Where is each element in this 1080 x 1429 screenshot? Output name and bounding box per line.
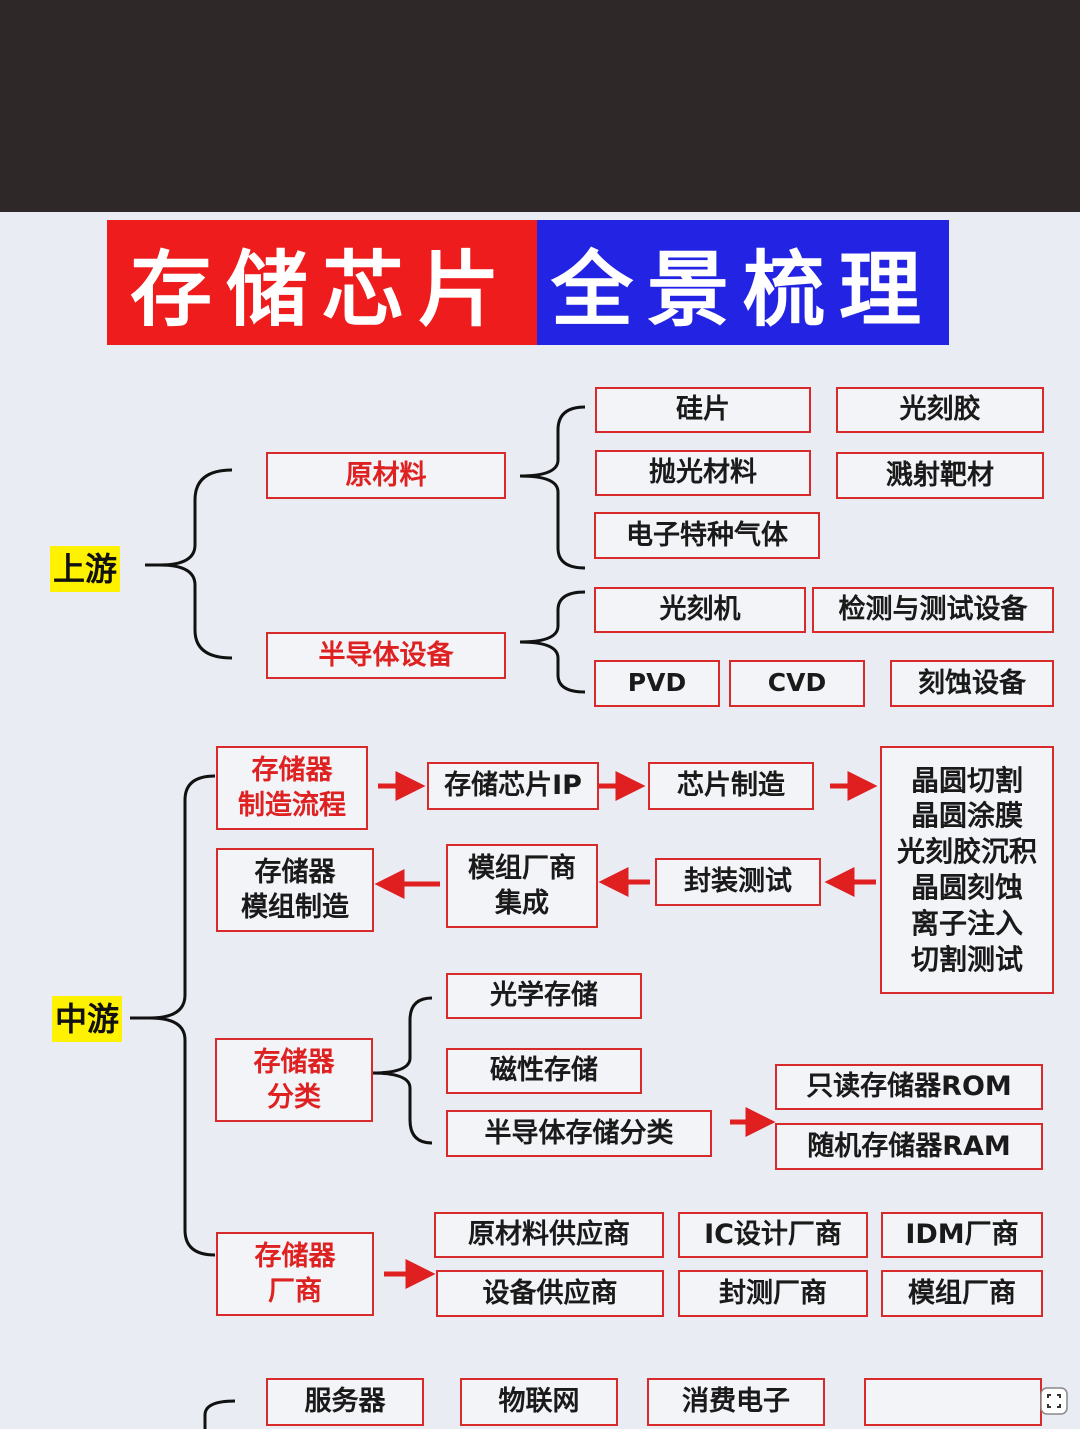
item-polishing-material: 抛光材料 [595, 450, 811, 496]
vendor-ic-design: IC设计厂商 [678, 1212, 868, 1258]
expand-icon[interactable] [1040, 1387, 1068, 1415]
top-dark-bar [0, 0, 1080, 212]
class-magnetic: 磁性存储 [446, 1048, 642, 1094]
vendors-box: 存储器 厂商 [216, 1232, 374, 1316]
midstream-label: 中游 [52, 996, 123, 1042]
item-sputtering-target: 溅射靶材 [836, 452, 1044, 499]
vendor-raw-materials: 原材料供应商 [434, 1212, 664, 1258]
downstream-partial-box [864, 1378, 1042, 1426]
process-detail-box: 晶圆切割 晶圆涂膜 光刻胶沉积 晶圆刻蚀 离子注入 切割测试 [880, 746, 1054, 994]
item-special-gas: 电子特种气体 [594, 512, 820, 559]
item-lithography: 光刻机 [594, 587, 806, 633]
item-test-equipment: 检测与测试设备 [812, 587, 1054, 633]
item-silicon-wafer: 硅片 [595, 387, 811, 433]
step-chip-manufacturing: 芯片制造 [648, 762, 814, 810]
vendor-module: 模组厂商 [881, 1270, 1043, 1317]
class-semiconductor: 半导体存储分类 [446, 1110, 712, 1157]
downstream-iot: 物联网 [460, 1378, 618, 1426]
item-cvd: CVD [729, 660, 865, 707]
downstream-consumer: 消费电子 [647, 1378, 825, 1426]
item-pvd: PVD [594, 660, 720, 707]
semi-ram: 随机存储器RAM [775, 1123, 1043, 1170]
classification-box: 存储器 分类 [215, 1038, 373, 1122]
step-module-integration: 模组厂商 集成 [446, 844, 598, 928]
item-etching: 刻蚀设备 [890, 660, 1054, 707]
vendor-idm: IDM厂商 [881, 1212, 1043, 1258]
item-photoresist: 光刻胶 [836, 387, 1044, 433]
equipment-box: 半导体设备 [266, 632, 506, 679]
upstream-label: 上游 [50, 546, 121, 592]
title-part2: 全景梳理 [537, 220, 949, 345]
downstream-server: 服务器 [266, 1378, 424, 1426]
vendor-packaging-test: 封测厂商 [678, 1270, 868, 1317]
step-chip-ip: 存储芯片IP [427, 762, 599, 810]
vendor-equipment: 设备供应商 [436, 1270, 664, 1317]
semi-rom: 只读存储器ROM [775, 1064, 1043, 1110]
raw-materials-box: 原材料 [266, 452, 506, 499]
title-part1: 存储芯片 [107, 220, 537, 345]
step-module-manufacturing: 存储器 模组制造 [216, 848, 374, 932]
step-packaging-test: 封装测试 [655, 858, 821, 906]
class-optical: 光学存储 [446, 973, 642, 1019]
process-box: 存储器 制造流程 [216, 746, 368, 830]
